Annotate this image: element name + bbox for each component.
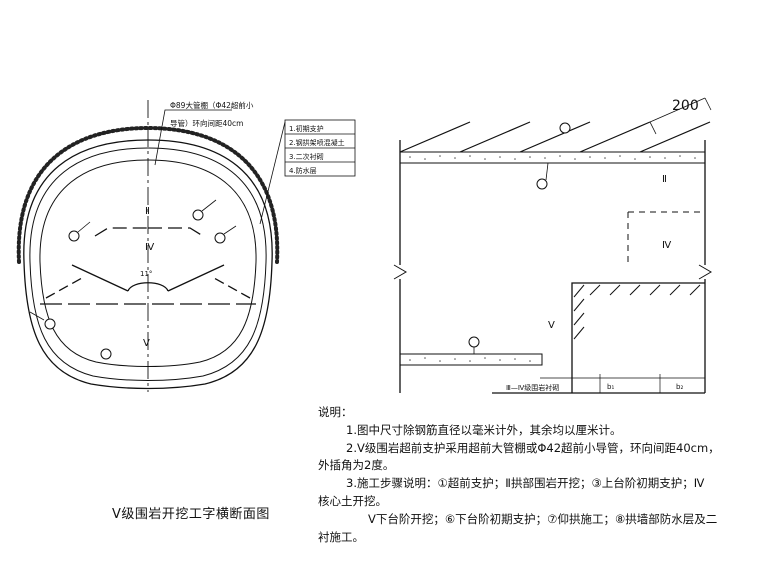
tunnel-cross-section (16, 100, 286, 392)
legend-item-3: 3.二次衬砌 (289, 152, 324, 161)
crown-lining-slab (399, 151, 706, 164)
bench-hatch (573, 284, 701, 340)
section-marker-a (68, 230, 80, 242)
profile-marker-1 (559, 122, 571, 134)
upper-bench-dash-right (148, 227, 204, 237)
section-markers (44, 209, 226, 360)
forepoling-pipes (399, 97, 712, 153)
construction-notes: 说明： 1.图中尺寸除钢筋直径以毫米计外，其余均以厘米计。 2.Ⅴ级围岩超前支护… (318, 404, 758, 547)
notes-heading: 说明： (318, 405, 353, 419)
legend-item-4: 4.防水层 (289, 166, 317, 175)
pipe-roof-dots (16, 125, 280, 264)
profile-footer-label: Ⅲ—Ⅳ级围岩衬砌 (506, 383, 559, 392)
inner-lining-2 (39, 159, 257, 367)
shotcrete-texture (409, 155, 696, 362)
section-marker-e (100, 348, 112, 360)
callout-pipe-line2: 导管）环向间距40cm (170, 118, 243, 128)
invert-lining-slab (399, 353, 543, 366)
profile-marker-7 (468, 336, 480, 348)
profile-footer-b1: b₁ (607, 383, 614, 391)
bench-step (571, 282, 705, 393)
core-dashed-outline (627, 211, 705, 262)
profile-region-core: Ⅳ (662, 240, 672, 251)
notes-line-3d: 衬施工。 (318, 529, 364, 544)
profile-footer-b2: b₂ (676, 383, 683, 391)
upper-bench-dash-left (94, 227, 148, 237)
notes-line-3c: Ⅴ下台阶开挖；⑥下台阶初期支护；⑦仰拱施工；⑧拱墙部防水层及二 (368, 511, 718, 526)
notes-line-1: 1.图中尺寸除钢筋直径以毫米计外，其余均以厘米计。 (346, 422, 622, 437)
section-marker-b (192, 209, 204, 221)
section-region-core: Ⅳ (145, 242, 155, 253)
core-arch (127, 282, 169, 292)
section-region-top: Ⅱ (145, 206, 150, 217)
callout-pipe-line1: Φ89大管棚（Φ42超前小 (170, 100, 254, 110)
profile-region-top: Ⅱ (662, 174, 667, 185)
break-mark-right (698, 264, 712, 280)
notes-line-3a: 3.施工步骤说明：①超前支护；Ⅱ拱部围岩开挖；③上台阶初期支护；Ⅳ (346, 476, 705, 491)
notes-line-3b: 核心土开挖。 (318, 494, 387, 509)
profile-dim-200: 200 (672, 98, 699, 114)
dim-200-line (649, 97, 706, 123)
profile-marker-3 (536, 178, 548, 190)
notes-line-2b: 外插角为2度。 (318, 458, 395, 473)
core-slope-right (167, 264, 225, 292)
callout-leader-pipe (154, 109, 232, 166)
legend-item-1: 1.初期支护 (289, 124, 324, 133)
section-marker-c (214, 232, 226, 244)
section-invert-angle: 11° (140, 270, 152, 278)
longitudinal-profile (393, 140, 712, 394)
core-slope-left (71, 264, 129, 292)
break-mark-left (393, 264, 407, 280)
callout-leader-legend (259, 121, 286, 225)
wall-diag-left (45, 277, 83, 299)
wall-diag-right (213, 277, 251, 299)
section-caption: V级围岩开挖工字横断面图 (112, 507, 270, 522)
section-region-lower: Ⅴ (143, 338, 150, 349)
legend-item-2: 2.钢拱架喷混凝土 (289, 138, 345, 147)
notes-line-2a: 2.Ⅴ级围岩超前支护采用超前大管棚或Φ42超前小导管，环向间距40cm， (346, 440, 720, 455)
section-marker-d (44, 318, 56, 330)
outer-lining (23, 139, 273, 390)
profile-region-lower: Ⅴ (548, 320, 555, 331)
inner-lining-1 (29, 147, 267, 381)
profile-markers (468, 122, 571, 348)
layer-legend-box (284, 119, 356, 177)
